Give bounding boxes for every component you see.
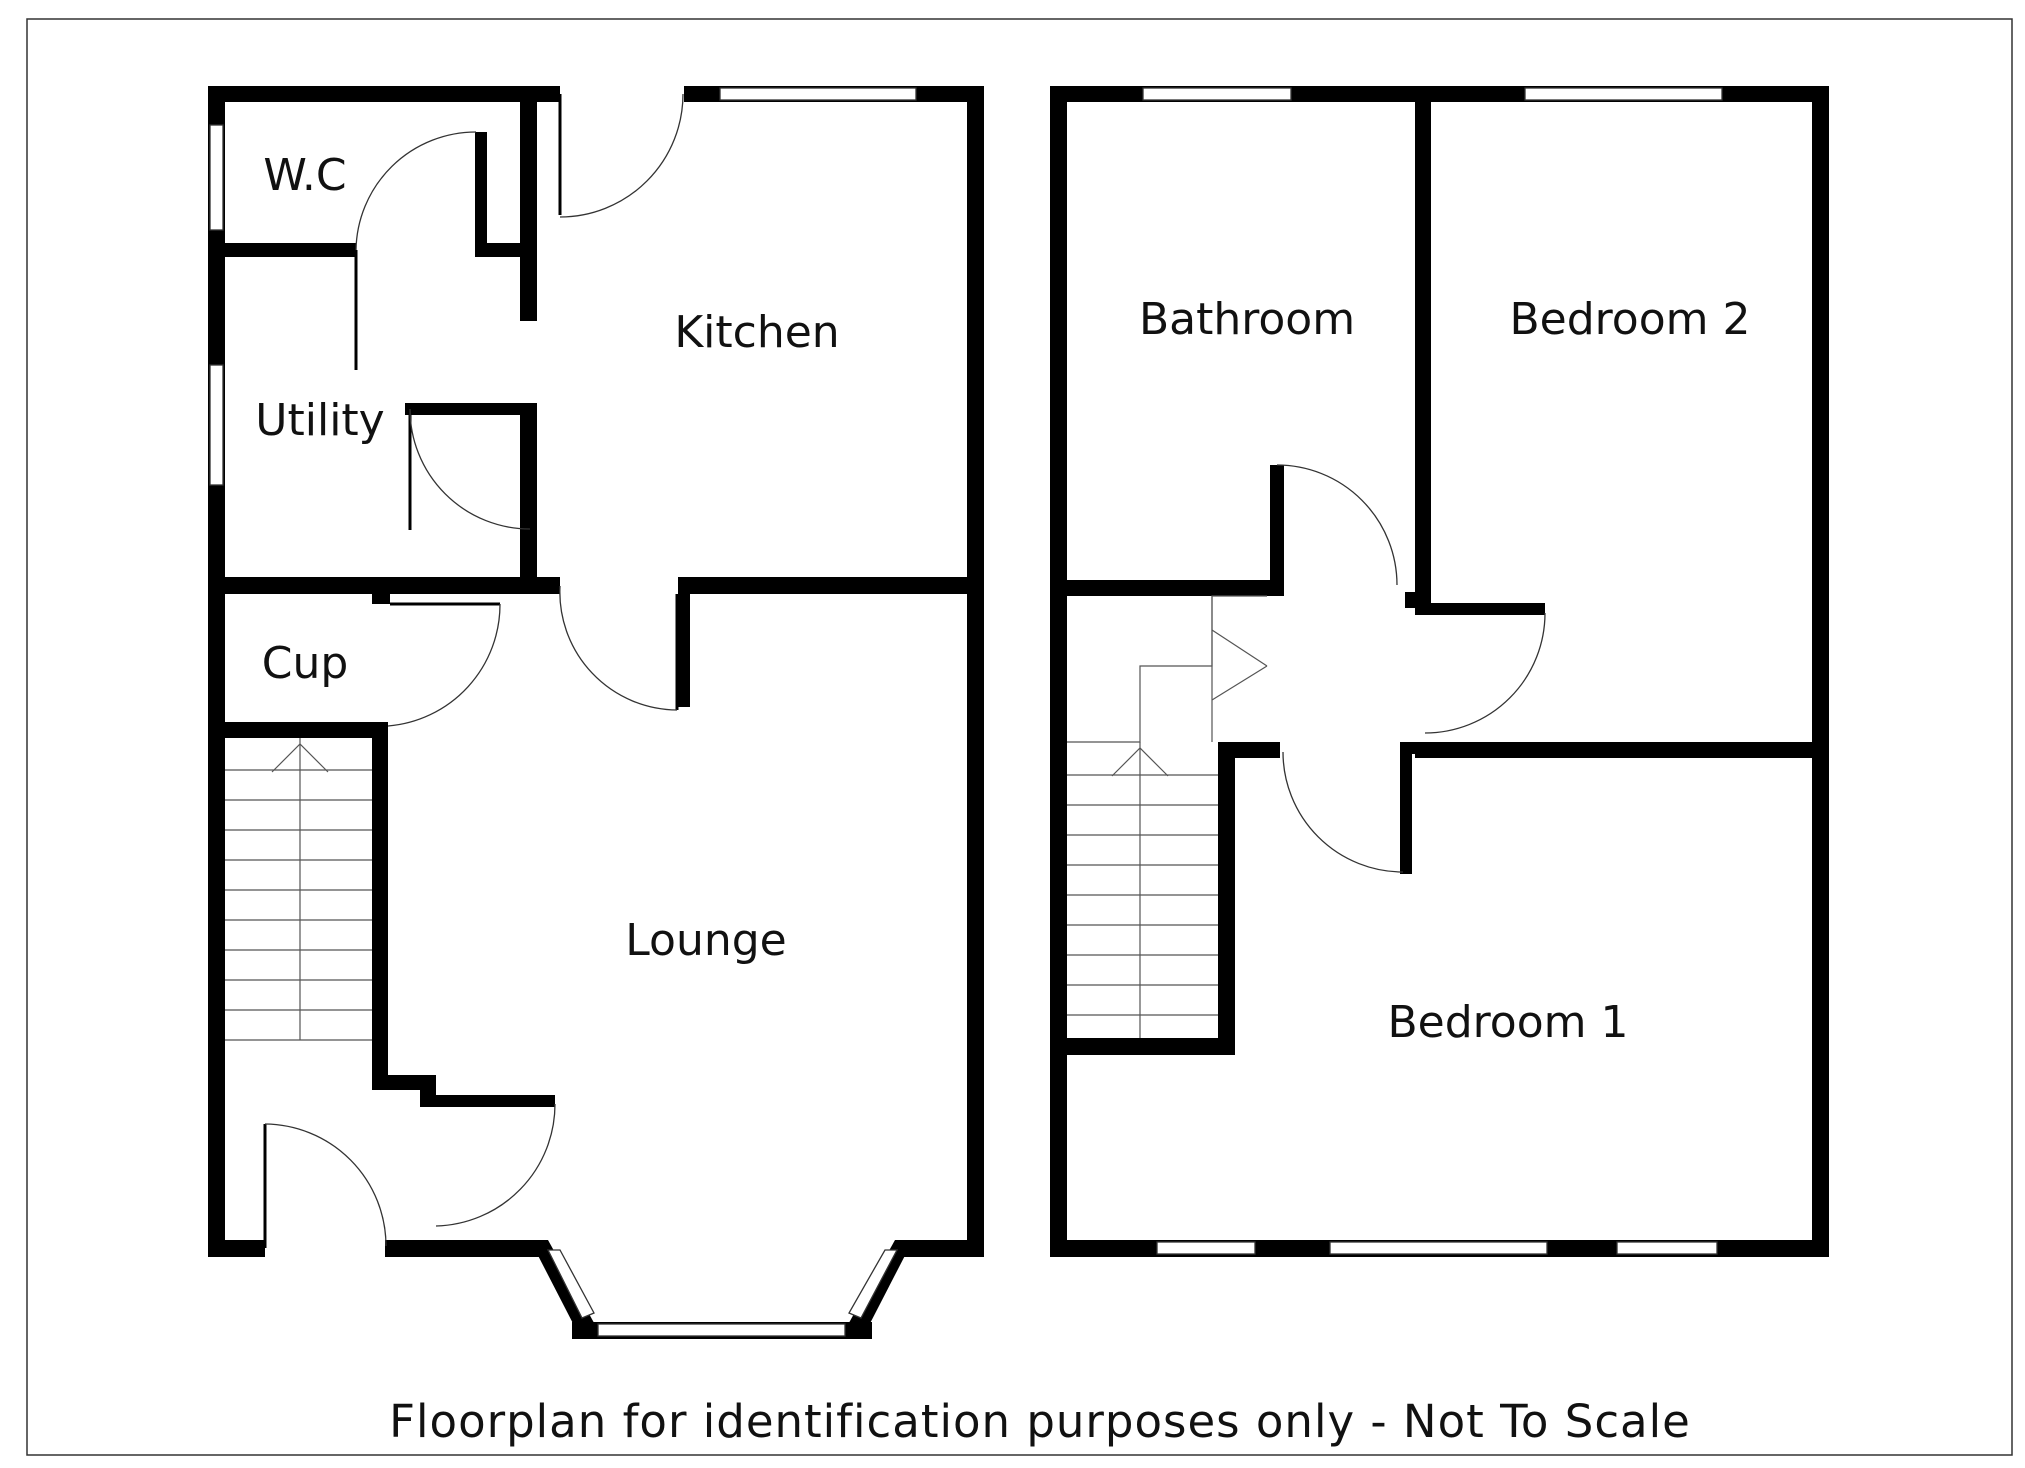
staircase (225, 738, 372, 1041)
window (1156, 1241, 1256, 1255)
door-swing (355, 131, 477, 251)
window (1524, 87, 1723, 101)
wall (405, 403, 537, 415)
wall (520, 86, 537, 321)
wall (475, 132, 487, 257)
wall (208, 86, 560, 102)
wall (1270, 465, 1284, 596)
wall (895, 1240, 984, 1257)
wall (1218, 742, 1235, 1055)
door-swing (1424, 612, 1546, 734)
room-label-bedroom2: Bedroom 2 (1510, 294, 1751, 345)
wall (1415, 742, 1829, 758)
wall (1812, 86, 1829, 1257)
window (597, 1323, 846, 1337)
window (209, 364, 224, 486)
wall (967, 86, 984, 1257)
window (848, 1249, 899, 1319)
room-label-utility: Utility (255, 395, 384, 446)
wall (208, 243, 356, 257)
door-swing (264, 1123, 387, 1247)
wall (1050, 86, 1067, 1257)
wall (208, 722, 388, 738)
wall (372, 722, 388, 1090)
room-label-cup: Cup (262, 638, 349, 689)
page-border (26, 18, 2013, 1456)
wall (480, 243, 537, 257)
wall (1415, 86, 1431, 608)
door-swing (435, 1103, 556, 1227)
window (1616, 1241, 1718, 1255)
room-label-lounge: Lounge (625, 915, 786, 966)
wall (1050, 580, 1284, 596)
window (1142, 87, 1292, 101)
wall (678, 577, 984, 594)
room-label-kitchen: Kitchen (674, 307, 839, 358)
window (719, 87, 917, 101)
window (1329, 1241, 1548, 1255)
door-swing (387, 603, 501, 727)
door-swing (409, 408, 531, 530)
wall (1050, 1038, 1235, 1055)
room-label-bedroom1: Bedroom 1 (1388, 997, 1629, 1048)
disclaimer-note: Floorplan for identification purposes on… (389, 1395, 1691, 1448)
ground-floor: W.C Utility Kitchen Cup Lounge (208, 86, 984, 1339)
window (209, 124, 224, 231)
wall (678, 577, 690, 707)
first-floor: Bathroom Bedroom 2 Bedroom 1 (1050, 86, 1829, 1257)
door-swing (1276, 464, 1398, 586)
wall (208, 577, 560, 594)
wall (208, 86, 225, 1257)
door-swing (559, 93, 684, 218)
door-swing (1282, 751, 1404, 873)
wall (385, 1240, 540, 1257)
wall (520, 404, 537, 584)
wall (1415, 603, 1545, 615)
wall (1400, 742, 1412, 874)
room-label-wc: W.C (263, 150, 346, 201)
wall (372, 594, 390, 604)
wall (208, 1240, 265, 1257)
staircase (1067, 595, 1268, 1038)
door-swing (559, 585, 678, 711)
room-label-bathroom: Bathroom (1139, 294, 1355, 345)
window (546, 1249, 595, 1319)
